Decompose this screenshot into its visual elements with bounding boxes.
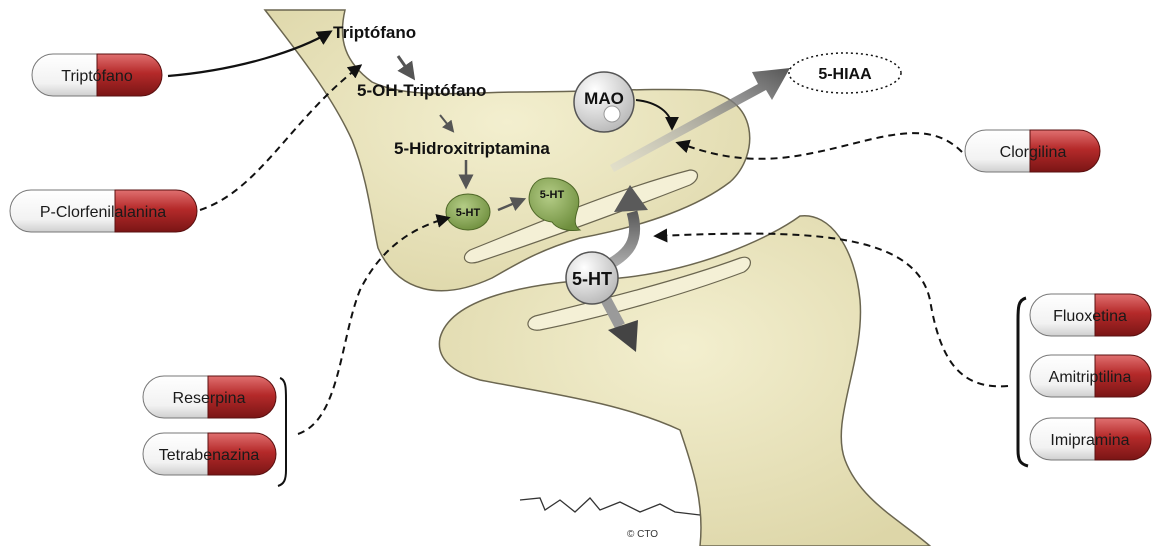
vesicle-left-label: 5-HT [456,207,481,219]
synthesis-arrow-1 [398,56,412,76]
signature-scribble [520,498,700,515]
synaptic-serotonin-label: 5-HT [572,269,612,289]
mao-label: MAO [584,89,624,108]
capsule-reserpine-label: Reserpina [173,390,246,407]
capsule-clorgiline: Clorgilina [965,130,1100,172]
left-bracket [278,378,286,486]
capsule-pcpa-label: P-Clorfenilalanina [40,204,166,221]
capsule-pcpa: P-Clorfenilalanina [10,190,197,232]
vesicle-right-label: 5-HT [540,189,565,201]
metabolite-label: 5-HIAA [818,66,872,83]
pathway-step-2: 5-OH-Triptófano [357,81,486,100]
capsule-reserpine: Reserpina [143,376,276,418]
copyright-label: © CTO [627,529,658,540]
capsule-fluoxetine-label: Fluoxetina [1053,308,1127,325]
capsule-fluoxetine: Fluoxetina [1030,294,1151,336]
right-bracket [1018,298,1028,466]
capsule-imipramine: Imipramina [1030,418,1151,460]
pathway-step-1: Triptófano [333,23,416,42]
capsule-tetrabenazine-label: Tetrabenazina [159,447,260,464]
capsule-tetrabenazine: Tetrabenazina [143,433,276,475]
capsule-tryptophan-label: Triptófano [61,68,133,85]
capsule-imipramine-label: Imipramina [1050,432,1129,449]
pathway-step-3: 5-Hidroxitriptamina [394,139,550,158]
capsule-amitriptyline-label: Amitriptilina [1049,369,1132,386]
capsule-tryptophan: Triptófano [32,54,162,96]
mao-pore [604,106,620,122]
capsule-clorgiline-label: Clorgilina [1000,144,1067,161]
pcpa-drug-arrow [200,66,360,210]
capsule-amitriptyline: Amitriptilina [1030,355,1151,397]
